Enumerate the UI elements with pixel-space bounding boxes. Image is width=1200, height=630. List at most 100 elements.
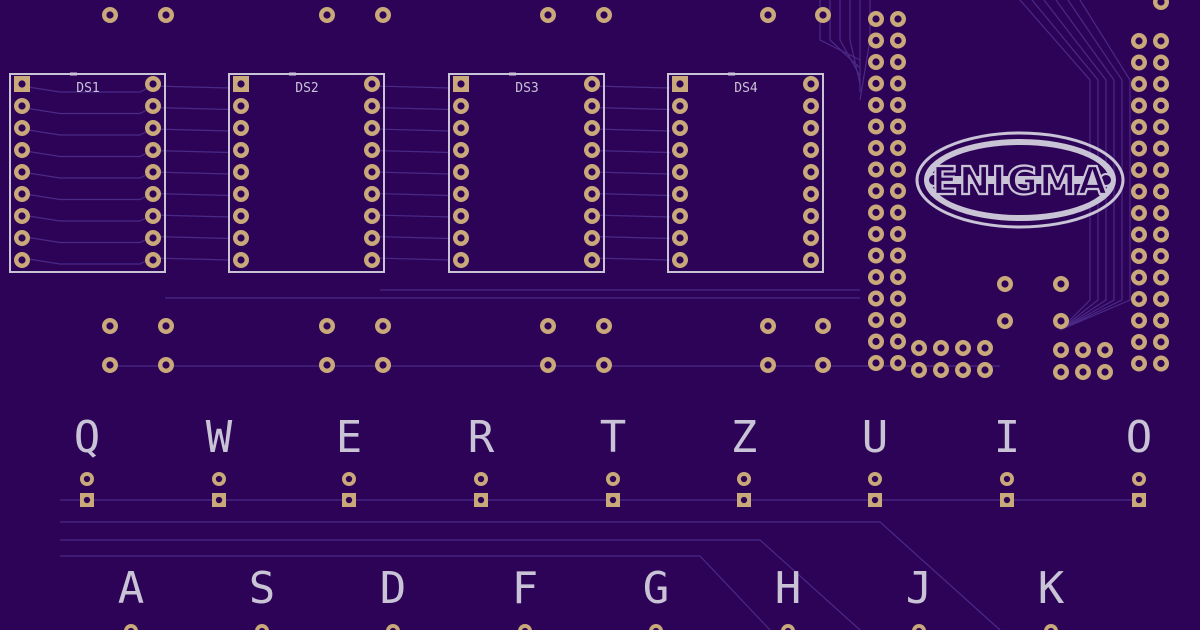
display-pin — [364, 208, 380, 224]
pad — [540, 7, 556, 23]
display-pin — [233, 120, 249, 136]
header-pin — [868, 312, 884, 328]
key-pin — [80, 472, 94, 486]
display-pin — [803, 186, 819, 202]
display-pin — [584, 208, 600, 224]
header-pin — [890, 355, 906, 371]
display-pin — [803, 120, 819, 136]
display-pin — [364, 230, 380, 246]
header-pin — [890, 333, 906, 350]
display-pin — [584, 142, 600, 158]
key-label: I — [994, 412, 1021, 463]
header-pin — [1153, 248, 1169, 264]
display-pin — [233, 76, 249, 92]
pad — [997, 276, 1013, 292]
enigma-logo-icon: ENIGMA — [915, 131, 1125, 229]
header-pin — [890, 140, 906, 156]
pad — [955, 340, 971, 356]
header-pin — [1153, 33, 1169, 49]
display-module: DS3 — [448, 72, 605, 273]
pad — [319, 318, 335, 334]
header-pin — [890, 269, 906, 285]
key-z: Z — [731, 412, 757, 507]
display-pin — [453, 208, 469, 224]
display-pin — [672, 98, 688, 114]
header-pin — [868, 269, 884, 285]
display-pin — [584, 98, 600, 114]
header-pin — [1131, 312, 1147, 329]
display-label: DS4 — [734, 81, 758, 96]
key-pin — [1132, 493, 1146, 507]
pad — [760, 7, 776, 23]
header-pin — [1153, 162, 1169, 178]
header-pin — [1153, 183, 1169, 200]
pad — [815, 357, 831, 373]
header-pin — [890, 226, 906, 242]
key-d: D — [380, 563, 406, 630]
right-header-pins — [868, 0, 1169, 372]
display-pin — [145, 164, 161, 180]
copper-traces — [21, 0, 1140, 630]
key-label: O — [1126, 412, 1153, 463]
header-pin — [1131, 334, 1147, 350]
display-pin — [803, 76, 819, 92]
header-pin — [868, 75, 884, 92]
display-pin — [453, 252, 469, 268]
header-pin — [890, 312, 906, 328]
pad — [977, 340, 993, 356]
key-label: Q — [74, 412, 101, 463]
pad — [102, 7, 118, 23]
pad — [1053, 364, 1069, 380]
header-pin — [1153, 76, 1169, 92]
display-pin — [233, 230, 249, 246]
pad — [596, 318, 612, 334]
key-pin — [649, 624, 663, 630]
pad — [997, 313, 1013, 329]
header-pin — [1131, 291, 1147, 307]
header-pin — [1131, 205, 1147, 221]
pad — [540, 318, 556, 334]
pad — [933, 362, 949, 378]
key-r: R — [468, 412, 495, 507]
display-pin — [453, 120, 469, 136]
header-pin — [1131, 355, 1147, 372]
key-pin — [212, 472, 226, 486]
key-label: R — [468, 412, 495, 463]
pad — [596, 7, 612, 23]
key-pin — [124, 624, 138, 630]
display-module: DS1 — [9, 72, 166, 273]
display-pin — [233, 252, 249, 268]
key-u: U — [862, 412, 888, 507]
pad — [158, 7, 174, 23]
key-pin — [1000, 472, 1014, 486]
display-pin — [145, 252, 161, 268]
display-pin — [672, 208, 688, 224]
display-pin — [14, 98, 30, 114]
display-pin — [364, 120, 380, 136]
pad — [102, 318, 118, 334]
display-pin — [584, 186, 600, 202]
pad — [319, 7, 335, 23]
key-pin — [737, 493, 751, 507]
display-pin — [145, 230, 161, 246]
header-pin — [890, 75, 906, 92]
pad — [1053, 313, 1069, 329]
header-pin — [1131, 269, 1147, 286]
pad — [158, 357, 174, 373]
key-pin — [518, 624, 532, 630]
display-pin — [145, 186, 161, 202]
header-pin — [1153, 269, 1169, 286]
header-pin — [868, 355, 884, 371]
display-pin — [803, 208, 819, 224]
display-pin — [672, 252, 688, 268]
header-pin — [1131, 226, 1147, 243]
key-g: G — [643, 563, 669, 630]
header-pin — [890, 97, 906, 113]
header-pin — [1153, 97, 1169, 114]
display-pin — [14, 230, 30, 246]
key-pin — [868, 493, 882, 507]
key-pin — [737, 472, 751, 486]
key-pin — [212, 493, 226, 507]
display-module: DS2 — [228, 72, 385, 273]
